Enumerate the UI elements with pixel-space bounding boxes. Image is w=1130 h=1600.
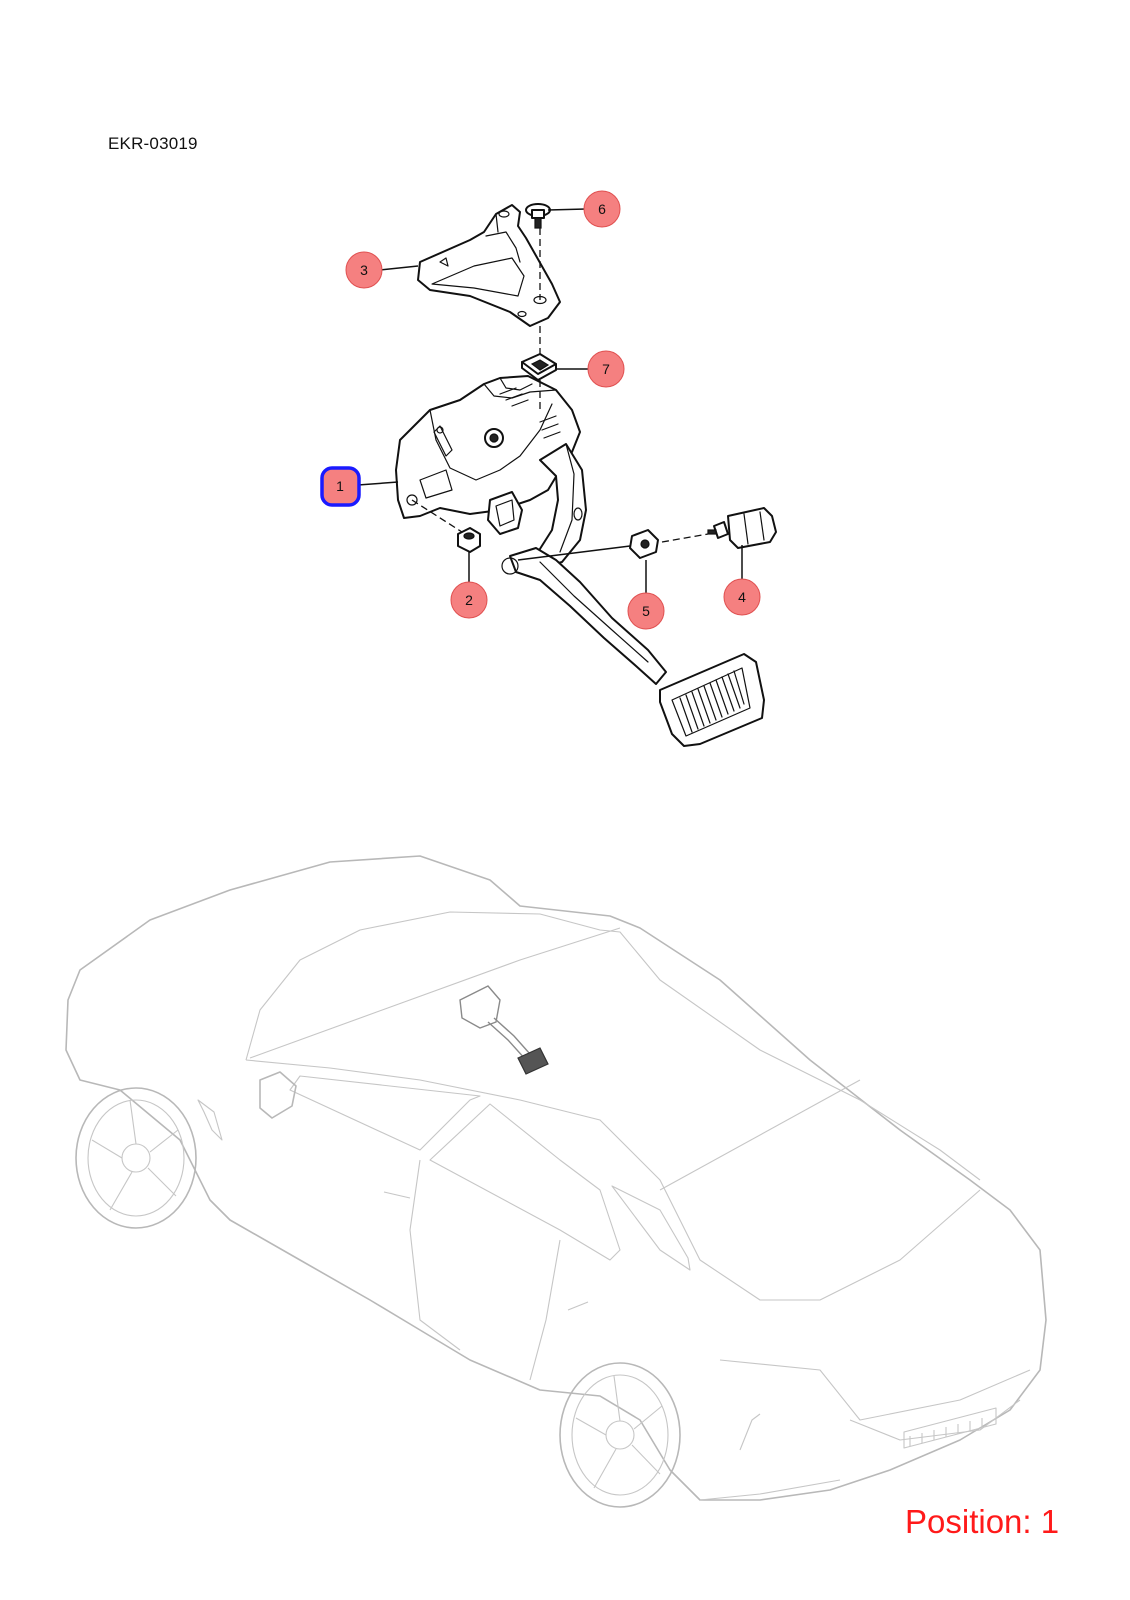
car-outline [65, 855, 1047, 1508]
callout-7[interactable]: 7 [587, 350, 625, 388]
callout-4-label: 4 [738, 589, 746, 605]
callout-3[interactable]: 3 [345, 251, 383, 289]
callout-3-label: 3 [360, 262, 368, 278]
selection-ring [320, 466, 361, 507]
callout-6[interactable]: 6 [583, 190, 621, 228]
nut-part [457, 527, 481, 553]
callout-2[interactable]: 2 [450, 581, 488, 619]
clip-part [629, 529, 659, 559]
callout-6-label: 6 [598, 201, 606, 217]
bolt-part [525, 203, 551, 229]
callout-4[interactable]: 4 [723, 578, 761, 616]
callout-7-label: 7 [602, 361, 610, 377]
callout-2-label: 2 [465, 592, 473, 608]
callout-5-label: 5 [642, 603, 650, 619]
callout-leaders [357, 208, 743, 594]
diagram-code: EKR-03019 [108, 134, 198, 153]
callout-1-label: 1 [336, 478, 344, 494]
upper-bracket [417, 204, 561, 327]
position-label: Position: 1 [905, 1503, 1060, 1540]
pedal-assembly [395, 375, 765, 747]
callout-1[interactable]: 1 [320, 466, 361, 507]
assembly-lines [411, 228, 709, 561]
callout-5[interactable]: 5 [627, 592, 665, 630]
switch-part [707, 507, 777, 549]
clip-nut-part [521, 353, 557, 381]
